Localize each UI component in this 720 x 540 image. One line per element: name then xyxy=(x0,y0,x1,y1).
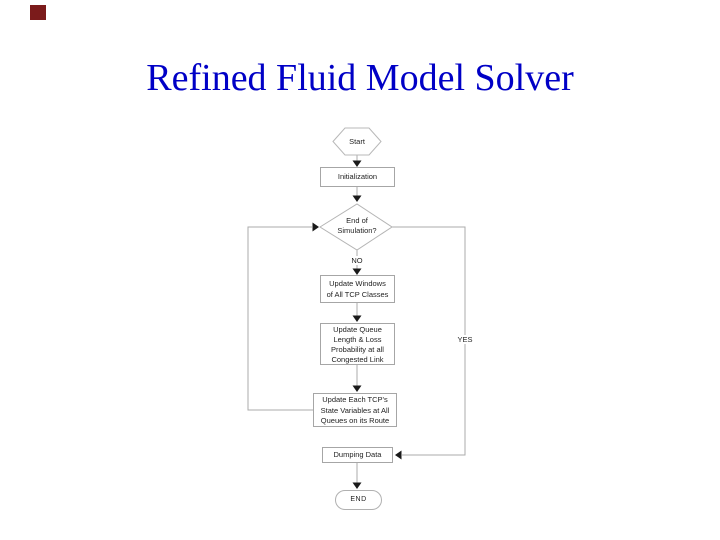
page-title: Refined Fluid Model Solver xyxy=(146,57,574,99)
start-hexagon-shape xyxy=(332,127,382,156)
arrowhead-down-icon xyxy=(352,482,362,489)
arrowhead-down-icon xyxy=(352,385,362,392)
decision-node-label: End of Simulation? xyxy=(337,216,377,235)
connector-loopback-to-decision xyxy=(247,226,313,411)
arrowhead-left-icon xyxy=(395,450,402,460)
yes-branch-label: YES xyxy=(454,335,476,344)
update-windows-node: Update Windows of All TCP Classes xyxy=(320,275,395,303)
arrowhead-down-icon xyxy=(352,315,362,322)
initialization-node: Initialization xyxy=(320,167,395,187)
update-tcp-state-node: Update Each TCP's State Variables at All… xyxy=(313,393,397,427)
end-node: END xyxy=(335,490,382,510)
no-branch-label: NO xyxy=(346,256,368,265)
arrowhead-down-icon xyxy=(352,160,362,167)
dumping-data-node: Dumping Data xyxy=(322,447,393,463)
arrowhead-down-icon xyxy=(352,268,362,275)
arrowhead-down-icon xyxy=(352,195,362,202)
corner-accent-mark xyxy=(30,5,46,20)
decision-diamond-shape xyxy=(319,203,393,251)
start-node-label: Start xyxy=(349,137,365,146)
update-queue-node: Update Queue Length & Loss Probability a… xyxy=(320,323,395,365)
arrowheads xyxy=(312,160,402,489)
arrowhead-right-icon xyxy=(312,222,319,232)
